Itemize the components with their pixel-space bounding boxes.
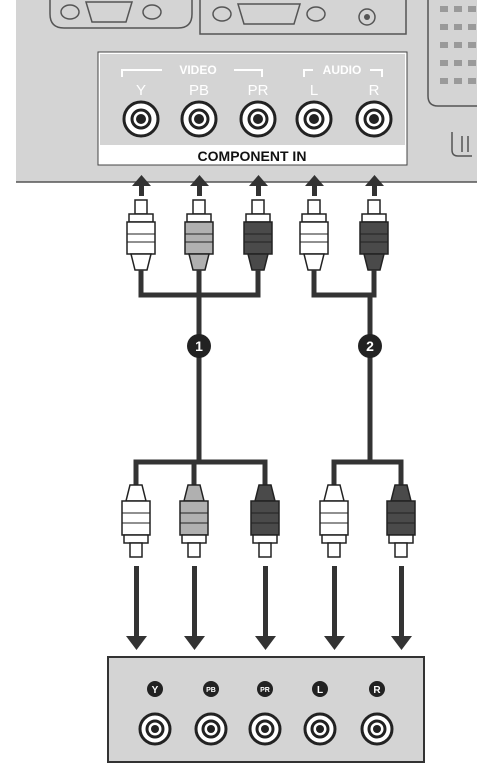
device-badge-pb: PB <box>203 681 219 697</box>
tv-rear-panel: VIDEO AUDIO Y PB PR L R COMPONENT IN <box>16 0 477 183</box>
panel-jack-label-r: R <box>369 82 380 99</box>
top-connector-left <box>49 0 193 29</box>
svg-text:Y: Y <box>152 685 159 696</box>
device-jack-pb <box>194 712 228 746</box>
top-plug-pr <box>243 199 273 271</box>
device-jack-l <box>303 712 337 746</box>
svg-text:1: 1 <box>195 338 203 354</box>
device-badge-pr: PR <box>257 681 273 697</box>
panel-jack-label-l: L <box>310 82 318 99</box>
svg-text:PB: PB <box>206 687 216 694</box>
bottom-plug-y <box>121 484 151 558</box>
top-connector-mid <box>199 0 407 35</box>
video-cable <box>133 270 268 487</box>
cable-marker-video: 1 <box>187 334 211 358</box>
panel-jack-l <box>295 100 333 138</box>
cable-marker-audio: 2 <box>358 334 382 358</box>
svg-text:2: 2 <box>366 338 374 354</box>
svg-text:R: R <box>373 685 381 696</box>
top-plugs <box>126 199 389 271</box>
panel-jack-pr <box>239 100 277 138</box>
panel-jack-pb <box>180 100 218 138</box>
bottom-plugs <box>121 484 416 558</box>
panel-jack-label-pb: PB <box>189 82 209 99</box>
side-port-icon <box>451 132 472 157</box>
top-plug-pb <box>184 199 214 271</box>
audio-cable <box>311 270 404 487</box>
video-group-label: VIDEO <box>179 63 216 77</box>
svg-text:PR: PR <box>260 687 270 694</box>
arrows-to-panel <box>132 175 384 196</box>
component-in-label: COMPONENT IN <box>198 148 307 164</box>
audio-group-label: AUDIO <box>323 63 362 77</box>
scart-connector <box>427 0 477 107</box>
device-jack-r <box>360 712 394 746</box>
device-badge-y: Y <box>147 681 163 697</box>
device-badge-l: L <box>312 681 328 697</box>
bottom-plug-r <box>386 484 416 558</box>
panel-jack-r <box>355 100 393 138</box>
bottom-plug-pr <box>250 484 280 558</box>
top-plug-l <box>299 199 329 271</box>
panel-jack-label-pr: PR <box>248 82 269 99</box>
device-jack-pr <box>248 712 282 746</box>
top-plug-r <box>359 199 389 271</box>
panel-jack-label-y: Y <box>136 82 146 99</box>
arrows-to-device <box>126 566 412 650</box>
bottom-plug-l <box>319 484 349 558</box>
svg-text:L: L <box>317 685 323 696</box>
source-device-panel: Y PB PR L R <box>107 656 425 763</box>
panel-jack-y <box>122 100 160 138</box>
device-badge-r: R <box>369 681 385 697</box>
bottom-plug-pb <box>179 484 209 558</box>
top-plug-y <box>126 199 156 271</box>
device-jack-y <box>138 712 172 746</box>
component-in-block: VIDEO AUDIO Y PB PR L R COMPONENT IN <box>97 51 408 166</box>
